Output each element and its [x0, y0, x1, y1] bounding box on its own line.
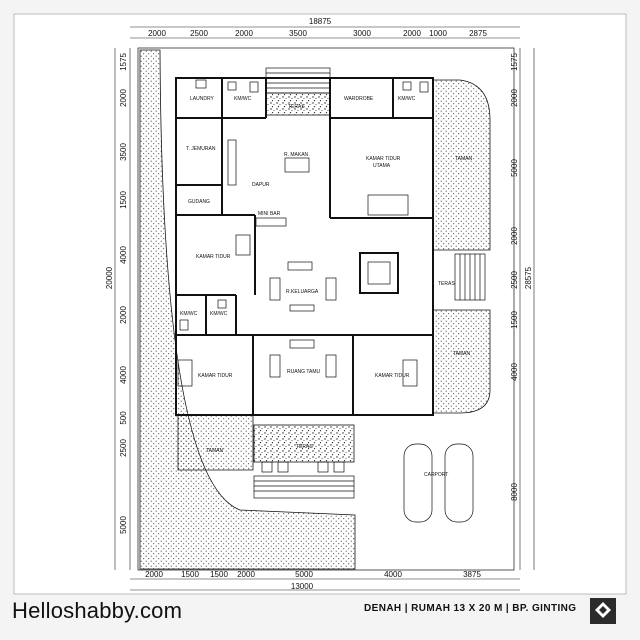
label-kamar-tidur-br: KAMAR TIDUR	[375, 373, 410, 379]
room-labels: LAUNDRY KM/WC TERAS WARDROBE KM/WC T. JE…	[180, 96, 473, 478]
label-km-wc-4: KM/WC	[210, 311, 228, 317]
bottom-dim-5: 5000	[295, 570, 313, 579]
furniture	[177, 79, 474, 523]
left-dim-7: 4000	[119, 366, 128, 384]
floor-plan-drawing: 18875 2000 2500 2000 3500 3000 2000 1000…	[13, 13, 627, 595]
label-dapur: DAPUR	[252, 182, 270, 188]
right-dim-4: 2000	[510, 227, 519, 245]
dimension-lines	[114, 26, 535, 591]
label-laundry: LAUNDRY	[190, 96, 214, 102]
right-dim-2: 2000	[510, 89, 519, 107]
left-total-dim: 20000	[105, 266, 114, 289]
left-dim-10: 5000	[119, 516, 128, 534]
top-dim-6: 2000	[403, 29, 421, 38]
label-ruang-tamu: RUANG TAMU	[287, 369, 321, 375]
label-taman-left: TAMAN	[206, 448, 224, 454]
label-teras-front: TERAS	[296, 444, 313, 450]
right-dim-8: 8000	[510, 483, 519, 501]
left-dim-8: 500	[119, 411, 128, 425]
right-dim-7: 4000	[510, 363, 519, 381]
top-dims: 2000 2500 2000 3500 3000 2000 1000 2875	[148, 29, 487, 38]
label-kamar-tidur-bl: KAMAR TIDUR	[198, 373, 233, 379]
brand-logo-icon	[590, 598, 616, 624]
top-dim-7: 1000	[429, 29, 447, 38]
label-kamar-utama-2: UTAMA	[373, 163, 391, 169]
right-total-dim: 28575	[524, 266, 533, 289]
bottom-dim-1: 2000	[145, 570, 163, 579]
bottom-total-dim: 13000	[291, 582, 314, 591]
front-stairs	[253, 475, 355, 499]
label-gudang: GUDANG	[188, 199, 210, 205]
house-walls	[175, 77, 434, 416]
brand-watermark: Helloshabby.com	[12, 598, 183, 623]
left-dim-1: 1575	[119, 53, 128, 71]
top-dim-1: 2000	[148, 29, 166, 38]
label-mini-bar: MINI BAR	[258, 211, 281, 217]
plan-caption: DENAH | RUMAH 13 X 20 M | BP. GINTING	[364, 603, 577, 614]
top-dim-2: 2500	[190, 29, 208, 38]
site-boundary	[137, 47, 515, 571]
left-dim-5: 4000	[119, 246, 128, 264]
taman-right-mid-area	[432, 309, 491, 414]
left-dim-3: 3500	[119, 143, 128, 161]
label-wardrobe: WARDROBE	[344, 96, 374, 102]
bottom-dim-4: 2000	[237, 570, 255, 579]
right-dim-6: 1500	[510, 311, 519, 329]
label-teras-top: TERAS	[288, 104, 305, 110]
label-km-wc-3: KM/WC	[180, 311, 198, 317]
bottom-dims: 2000 1500 1500 2000 5000 4000 3875	[145, 570, 481, 579]
label-taman-right-mid: TAMAN	[453, 351, 471, 357]
label-kamar-tidur-left: KAMAR TIDUR	[196, 254, 231, 260]
top-dim-3: 2000	[235, 29, 253, 38]
bottom-dim-3: 1500	[210, 570, 228, 579]
right-dim-5: 2500	[510, 271, 519, 289]
bottom-dim-6: 4000	[384, 570, 402, 579]
label-jemuran: T. JEMURAN	[186, 146, 216, 152]
label-taman-right-top: TAMAN	[455, 156, 473, 162]
right-stairs	[454, 253, 486, 301]
left-dims: 1575 2000 3500 1500 4000 2000 4000 500 2…	[119, 53, 128, 534]
right-dim-3: 5000	[510, 159, 519, 177]
bottom-dim-2: 1500	[181, 570, 199, 579]
left-dim-6: 2000	[119, 306, 128, 324]
top-dim-5: 3000	[353, 29, 371, 38]
label-keluarga: R.KELUARGA	[286, 289, 319, 295]
bottom-dim-7: 3875	[463, 570, 481, 579]
top-dim-4: 3500	[289, 29, 307, 38]
label-km-wc-2: KM/WC	[398, 96, 416, 102]
right-dims: 1575 2000 5000 2000 2500 1500 4000 8000	[510, 53, 519, 501]
right-dim-1: 1575	[510, 53, 519, 71]
label-makan: R. MAKAN	[284, 152, 309, 158]
left-dim-2: 2000	[119, 89, 128, 107]
label-carport: CARPORT	[424, 472, 448, 478]
label-kamar-utama-1: KAMAR TIDUR	[366, 156, 401, 162]
top-total-dim: 18875	[309, 17, 332, 26]
label-km-wc-1: KM/WC	[234, 96, 252, 102]
teras-front-area	[253, 424, 355, 463]
left-dim-9: 2500	[119, 439, 128, 457]
top-dim-8: 2875	[469, 29, 487, 38]
left-dim-4: 1500	[119, 191, 128, 209]
taman-left-area	[177, 414, 254, 471]
taman-right-top-area	[432, 79, 491, 251]
label-teras-right: TERAS	[438, 281, 455, 287]
